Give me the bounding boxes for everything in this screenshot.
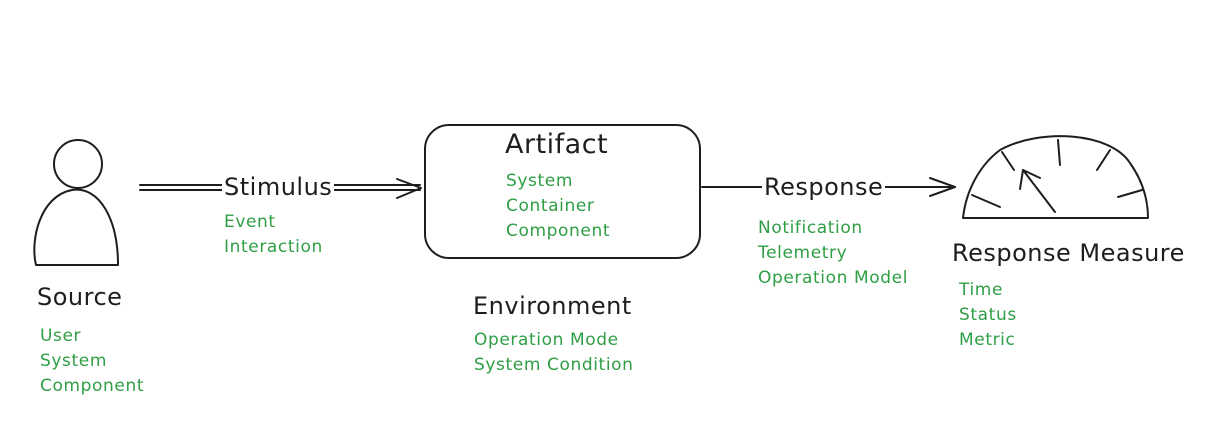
person-head (53, 139, 103, 189)
gauge-tick (1001, 151, 1015, 171)
gauge-icon (962, 135, 1149, 219)
gauge-needle (1022, 169, 1056, 213)
source-title: Source (37, 283, 123, 311)
source-item: User (40, 326, 82, 346)
response-measure-title: Response Measure (952, 239, 1185, 267)
artifact-box (424, 124, 701, 259)
response-item: Operation Model (758, 268, 909, 288)
gauge-dial (962, 135, 1149, 219)
environment-title: Environment (473, 292, 632, 320)
environment-item: System Condition (474, 355, 634, 375)
response-item: Notification (758, 218, 863, 238)
stimulus-title: Stimulus (222, 173, 335, 201)
gauge-tick (1057, 139, 1061, 166)
source-item: System (40, 351, 107, 371)
gauge-tick (971, 194, 1001, 208)
environment-item: Operation Mode (474, 330, 619, 350)
artifact-item: System (506, 171, 573, 191)
response-title: Response (762, 173, 886, 201)
response-measure-item: Metric (959, 330, 1016, 350)
response-item: Telemetry (758, 243, 848, 263)
gauge-needle-head (1019, 169, 1041, 190)
response-measure-item: Time (959, 280, 1004, 300)
source-item: Component (40, 376, 145, 396)
gauge-tick (1096, 149, 1111, 171)
artifact-item: Component (506, 221, 611, 241)
person-body (33, 188, 119, 266)
artifact-title: Artifact (505, 129, 609, 160)
artifact-item: Container (506, 196, 595, 216)
stimulus-item: Interaction (224, 237, 323, 257)
stimulus-item: Event (224, 212, 276, 232)
gauge-tick (1117, 189, 1143, 198)
response-measure-item: Status (959, 305, 1017, 325)
person-icon (33, 139, 119, 266)
